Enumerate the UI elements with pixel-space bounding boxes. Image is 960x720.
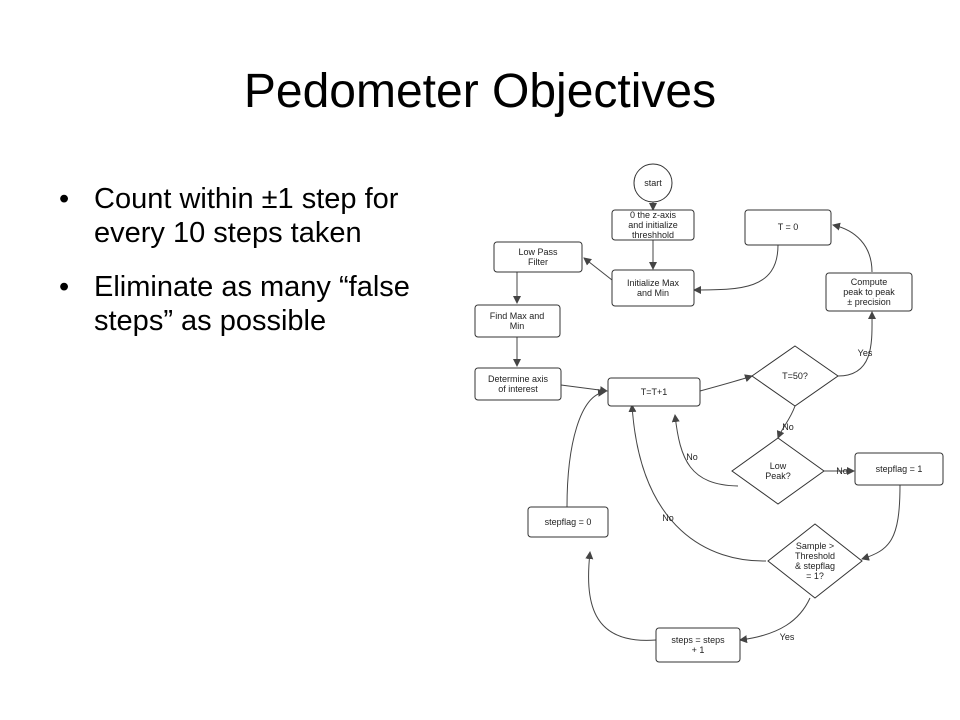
edge-determine-to-tinc xyxy=(560,384,608,395)
node-label-line: Sample > xyxy=(796,541,834,551)
bullet-item: • Count within ±1 step for every 10 steps… xyxy=(56,182,476,250)
node-label-line: Threshold xyxy=(795,551,835,561)
bullet-dot-icon: • xyxy=(59,183,70,215)
node-label: steps = steps+ 1 xyxy=(671,635,725,655)
node-t-increment: T=T+1 xyxy=(607,377,701,407)
node-label: stepflag = 0 xyxy=(545,517,592,527)
node-t-50-decision: T=50? xyxy=(751,345,839,407)
node-t-zero: T = 0 xyxy=(744,209,832,246)
bullet-list: • Count within ±1 step for every 10 steps… xyxy=(56,182,476,358)
edge-label-no: No xyxy=(662,513,674,523)
node-label-line: steps = steps xyxy=(671,635,725,645)
edge-label-yes: Yes xyxy=(858,348,873,358)
node-label-line: start xyxy=(644,178,662,188)
node-label-line: Filter xyxy=(528,257,548,267)
node-label: T = 0 xyxy=(778,222,799,232)
node-label-line: of interest xyxy=(498,384,538,394)
slide-title: Pedometer Objectives xyxy=(243,65,717,118)
bullet-text: Eliminate as many “false steps” as possi… xyxy=(94,271,410,337)
edge-stepflag-one-to-sample xyxy=(861,484,901,561)
edge-label-no: No xyxy=(836,466,848,476)
node-label-line: Determine axis xyxy=(488,374,549,384)
node-label-line: stepflag = 0 xyxy=(545,517,592,527)
edge-sample-to-steps xyxy=(739,597,811,644)
node-label-line: threshhold xyxy=(632,230,674,240)
node-steps-increment: steps = steps+ 1 xyxy=(655,627,741,663)
node-label-line: Low Pass xyxy=(518,247,558,257)
edge-tzero-to-init xyxy=(693,244,779,294)
node-label-line: T=T+1 xyxy=(641,387,668,397)
edge-label-yes: Yes xyxy=(780,632,795,642)
edge-label-no: No xyxy=(686,452,698,462)
node-label-line: peak to peak xyxy=(843,287,895,297)
edge-t50-to-compute xyxy=(837,311,877,377)
node-label: stepflag = 1 xyxy=(876,464,923,474)
edge-t50-to-lowpeak xyxy=(776,405,796,439)
node-label-line: and Min xyxy=(637,288,669,298)
edge-sample-to-tinc xyxy=(628,404,767,562)
edge-compute-to-tzero xyxy=(832,222,873,273)
edge-tinc-to-t50 xyxy=(699,374,753,392)
node-label: T=50? xyxy=(782,371,808,381)
node-label-line: Peak? xyxy=(765,471,791,481)
edge-stepflag-zero-to-tinc xyxy=(566,388,606,508)
node-sample-threshold-decision: Sample >Threshold& stepflag= 1? xyxy=(767,523,863,599)
node-label: T=T+1 xyxy=(641,387,668,397)
node-label-line: stepflag = 1 xyxy=(876,464,923,474)
node-label-line: Find Max and xyxy=(490,311,545,321)
edge-init-to-lowpass xyxy=(583,257,613,281)
node-label-line: & stepflag xyxy=(795,561,835,571)
node-label-line: 0 the z-axis xyxy=(630,210,677,220)
bullet-item: • Eliminate as many “false steps” as poss… xyxy=(56,270,476,338)
node-label-line: Compute xyxy=(851,277,888,287)
node-label-line: = 1? xyxy=(806,571,824,581)
node-label: start xyxy=(644,178,662,188)
node-label-line: ± precision xyxy=(847,297,890,307)
node-label: Sample >Threshold& stepflag= 1? xyxy=(795,541,835,581)
bullet-text: Count within ±1 step for every 10 steps … xyxy=(94,183,399,249)
node-label-line: T = 0 xyxy=(778,222,799,232)
edge-lowpeak-to-tinc xyxy=(671,414,739,487)
node-label-line: Initialize Max xyxy=(627,278,680,288)
node-label-line: Low xyxy=(770,461,787,471)
node-label-line: Min xyxy=(510,321,525,331)
edge-label-no: No xyxy=(782,422,794,432)
node-label-line: T=50? xyxy=(782,371,808,381)
node-stepflag-one: stepflag = 1 xyxy=(854,452,944,486)
edge-steps-to-stepflag-zero xyxy=(585,551,657,641)
flowchart-edges xyxy=(513,202,901,644)
node-label-line: + 1 xyxy=(692,645,705,655)
node-start: start xyxy=(633,163,673,203)
node-label-line: and initialize xyxy=(628,220,678,230)
bullet-dot-icon: • xyxy=(59,271,70,303)
node-stepflag-zero: stepflag = 0 xyxy=(527,506,609,538)
